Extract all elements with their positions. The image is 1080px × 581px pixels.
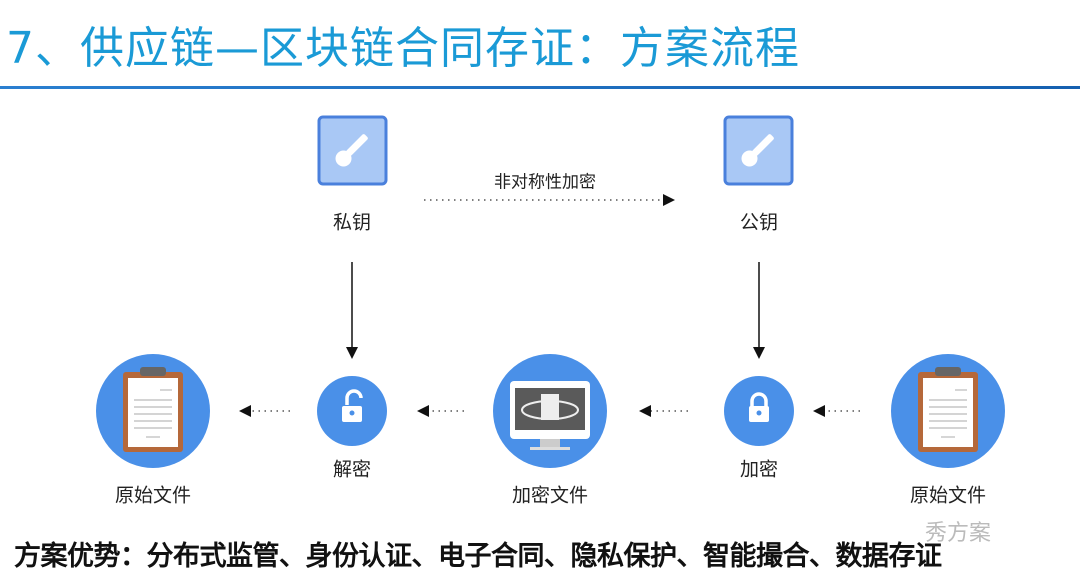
advantages-text: 方案优势：分布式监管、身份认证、电子合同、隐私保护、智能撮合、数据存证 — [14, 541, 942, 572]
decrypt-label: 解密 — [332, 458, 372, 481]
lock-icon — [724, 376, 794, 446]
encrypted-file-label: 加密文件 — [511, 484, 589, 507]
private-key-icon — [317, 115, 388, 186]
original-file-left-icon — [96, 354, 210, 468]
page-title: 7、供应链—区块链合同存证：方案流程 — [6, 23, 800, 74]
unlock-icon — [317, 376, 387, 446]
title-divider — [0, 86, 1080, 89]
encrypted-file-monitor-icon — [493, 354, 607, 468]
public-key-label: 公钥 — [739, 211, 779, 234]
encrypt-label: 加密 — [739, 458, 779, 481]
watermark: 秀方案 — [925, 521, 992, 546]
original-file-right-label: 原始文件 — [909, 484, 987, 507]
asymmetric-encryption-label: 非对称性加密 — [494, 172, 596, 193]
original-file-right-icon — [891, 354, 1005, 468]
original-file-left-label: 原始文件 — [114, 484, 192, 507]
public-key-icon — [723, 115, 794, 186]
private-key-label: 私钥 — [332, 211, 372, 234]
